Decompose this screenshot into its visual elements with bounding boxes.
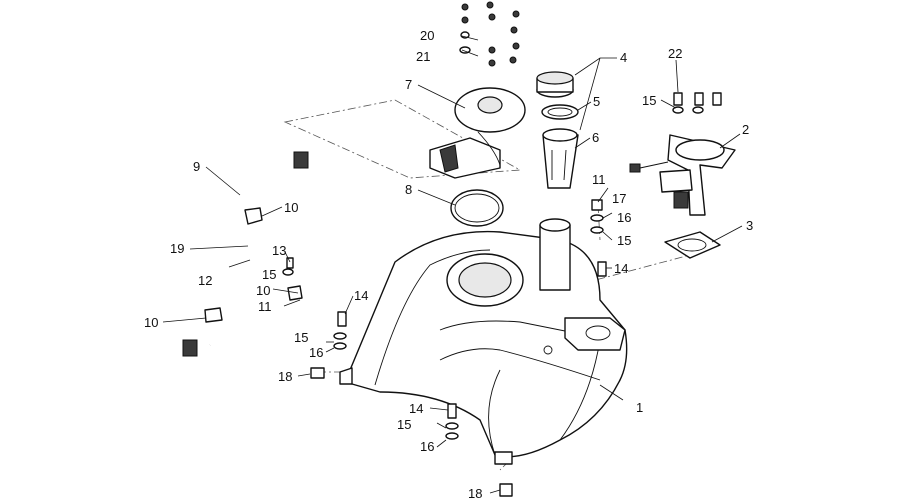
callout-10-upper: 10 — [284, 200, 298, 215]
callout-16-right: 16 — [617, 210, 631, 225]
callout-9: 9 — [193, 159, 200, 174]
callout-22: 22 — [668, 46, 682, 61]
callout-13: 13 — [272, 243, 286, 258]
callout-1: 1 — [636, 400, 643, 415]
callout-10-middle: 10 — [256, 283, 270, 298]
cap-seal — [541, 104, 579, 120]
callout-2: 2 — [742, 122, 749, 137]
callout-16-bottom: 16 — [420, 439, 434, 454]
callout-8: 8 — [405, 182, 412, 197]
sensor-gasket — [664, 231, 721, 259]
fuel-cap — [536, 71, 574, 98]
callout-17: 17 — [612, 191, 626, 206]
fuel-hose — [182, 151, 325, 357]
callout-14-bottom: 14 — [409, 401, 423, 416]
leader-lines — [162, 35, 743, 494]
callout-16-left: 16 — [309, 345, 323, 360]
rubber-mounts — [310, 367, 513, 497]
fuel-tank — [339, 218, 628, 465]
callout-3: 3 — [746, 218, 753, 233]
callout-11-left: 11 — [258, 299, 272, 314]
callout-5: 5 — [593, 94, 600, 109]
washers — [282, 31, 704, 440]
fuel-pump-assembly — [429, 87, 526, 179]
callout-labels: 1 2 3 4 5 6 7 8 9 10 10 10 11 11 12 13 1… — [144, 28, 753, 500]
callout-18-left: 18 — [278, 369, 292, 384]
fuel-level-sensor — [629, 134, 736, 216]
callout-15-hose: 15 — [262, 267, 276, 282]
callout-14-right: 14 — [614, 261, 628, 276]
callout-10-lower: 10 — [144, 315, 158, 330]
callout-18-bottom: 18 — [468, 486, 482, 500]
bolts — [286, 92, 722, 419]
hose-clamps — [204, 207, 303, 323]
callout-15-top: 15 — [642, 93, 656, 108]
nuts-set — [461, 1, 520, 67]
callout-7: 7 — [405, 77, 412, 92]
callout-20: 20 — [420, 28, 434, 43]
callout-6: 6 — [592, 130, 599, 145]
filler-neck — [542, 128, 579, 189]
callout-12: 12 — [198, 273, 212, 288]
callout-19: 19 — [170, 241, 184, 256]
callout-14-left: 14 — [354, 288, 368, 303]
callout-21: 21 — [416, 49, 430, 64]
pump-o-ring — [450, 189, 504, 227]
callout-15-right: 15 — [617, 233, 631, 248]
callout-4: 4 — [620, 50, 627, 65]
callout-15-left: 15 — [294, 330, 308, 345]
callout-11-right: 11 — [592, 172, 606, 187]
callout-15-bottom: 15 — [397, 417, 411, 432]
